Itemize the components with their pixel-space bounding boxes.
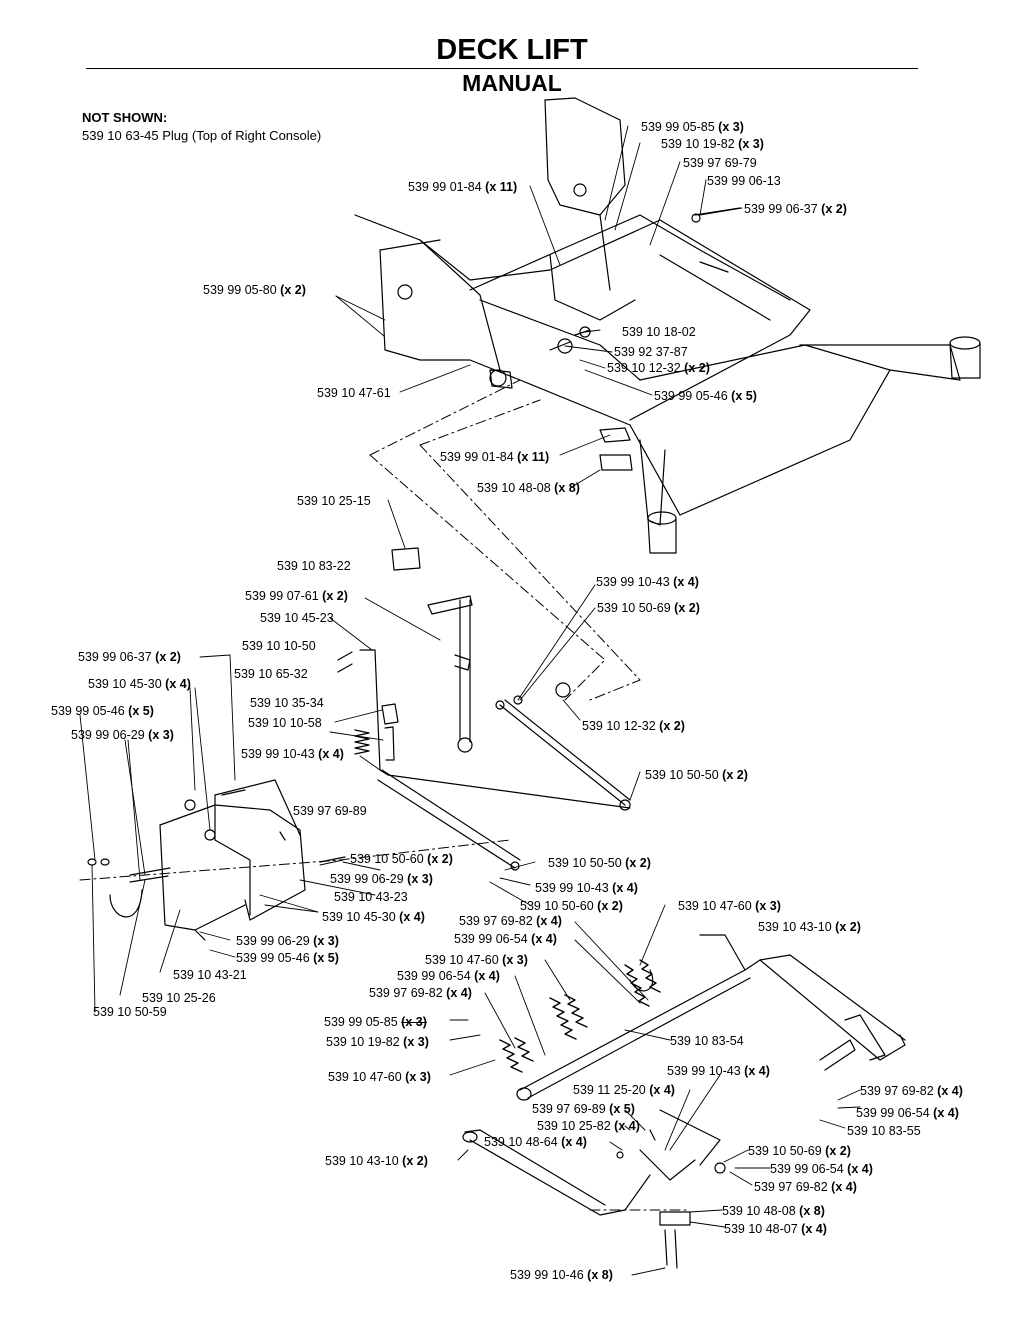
callout-label: 539 10 19-82 (x 3) [661,137,764,151]
callout-label: 539 10 12-32 (x 2) [582,719,685,733]
callout-label: 539 99 06-54 (x 4) [454,932,557,946]
title-rule [86,68,918,69]
callout-label: 539 10 45-23 [260,611,334,625]
callout-label: 539 10 45-30 (x 4) [88,677,191,691]
not-shown-heading: NOT SHOWN: [82,110,168,125]
not-shown-item: 539 10 63-45 Plug (Top of Right Console) [82,128,322,143]
quadrant-assembly [87,779,346,941]
diagram-subtitle: MANUAL [462,70,562,96]
callout-label: 539 99 10-43 (x 4) [241,747,344,761]
callout-label: 539 10 12-32 (x 2) [607,361,710,375]
callout-label: 539 10 25-15 [297,494,371,508]
callout-label: 539 10 10-50 [242,639,316,653]
callout-label: 539 99 10-43 (x 4) [535,881,638,895]
callout-label: 539 10 48-08 (x 8) [477,481,580,495]
spring-parts [354,729,661,1073]
callout-label: 539 99 06-29 (x 3) [71,728,174,742]
callout-label: 539 10 47-60 (x 3) [425,953,528,967]
callout-label: 539 10 47-61 [317,386,391,400]
callout-label: 539 99 06-29 (x 3) [330,872,433,886]
callout-label: 539 99 06-37 (x 2) [744,202,847,216]
callout-label: 539 99 06-29 (x 3) [236,934,339,948]
rockshaft-assembly [462,934,906,1269]
callout-label: 539 10 48-07 (x 4) [724,1222,827,1236]
callout-label: 539 99 06-13 [707,174,781,188]
callout-label: 539 99 01-84 (x 11) [440,450,550,464]
callout-label: 539 99 05-85 (x 3) [641,120,744,134]
callout-label: 539 10 65-32 [234,667,308,681]
callout-label: 539 99 05-85 (x 3) [324,1015,427,1029]
leader-lines [79,125,861,1276]
callout-label: 539 10 50-50 (x 2) [548,856,651,870]
callout-label: 539 10 47-60 (x 3) [328,1070,431,1084]
callout-label: 539 10 50-59 [93,1005,167,1019]
callout-label: 539 10 50-50 (x 2) [645,768,748,782]
callout-label: 539 99 01-84 (x 11) [408,180,518,194]
pedal-arm-assembly [337,547,631,871]
callout-label: 539 99 05-46 (x 5) [51,704,154,718]
callout-label: 539 97 69-82 (x 4) [754,1180,857,1194]
callout-label: 539 10 50-69 (x 2) [597,601,700,615]
callout-label: 539 10 50-60 (x 2) [520,899,623,913]
callout-label: 539 99 10-43 (x 4) [596,575,699,589]
callout-label: 539 10 18-02 [622,325,696,339]
callout-label: 539 97 69-79 [683,156,757,170]
callout-label: 539 99 06-54 (x 4) [856,1106,959,1120]
callout-label: 539 99 05-80 (x 2) [203,283,306,297]
callout-label: 539 10 83-22 [277,559,351,573]
callout-label: 539 92 37-87 [614,345,688,359]
callout-label: 539 10 25-26 [142,991,216,1005]
callout-label: 539 97 69-89 [293,804,367,818]
callout-label: 539 10 43-21 [173,968,247,982]
callout-label: 539 10 48-64 (x 4) [484,1135,587,1149]
callout-label: 539 99 06-54 (x 4) [397,969,500,983]
callout-label: 539 10 35-34 [250,696,324,710]
callout-label: 539 10 83-54 [670,1034,744,1048]
callout-label: 539 10 48-08 (x 8) [722,1204,825,1218]
callout-label: 539 97 69-89 (x 5) [532,1102,635,1116]
callout-label: 539 10 45-30 (x 4) [322,910,425,924]
callout-label: 539 10 43-10 (x 2) [325,1154,428,1168]
callout-label: 539 10 43-23 [334,890,408,904]
callout-label: 539 10 10-58 [248,716,322,730]
callout-label: 539 99 10-43 (x 4) [667,1064,770,1078]
callout-label: 539 99 05-46 (x 5) [236,951,339,965]
callout-label: 539 11 25-20 (x 4) [573,1083,675,1097]
callout-label: 539 97 69-82 (x 4) [459,914,562,928]
callout-label: 539 97 69-82 (x 4) [369,986,472,1000]
callout-label: 539 99 05-46 (x 5) [654,389,757,403]
callout-label: 539 10 83-55 [847,1124,921,1138]
callout-label: 539 99 10-46 (x 8) [510,1268,613,1282]
callout-label: 539 10 43-10 (x 2) [758,920,861,934]
diagram-title: DECK LIFT [436,34,588,66]
callout-label: 539 10 25-82 (x 4) [537,1119,640,1133]
callout-label: 539 10 50-60 (x 2) [350,852,453,866]
callout-label: 539 99 06-37 (x 2) [78,650,181,664]
callout-label: 539 99 07-61 (x 2) [245,589,348,603]
callout-label: 539 10 47-60 (x 3) [678,899,781,913]
callout-label: 539 10 50-69 (x 2) [748,1144,851,1158]
callout-label: 539 97 69-82 (x 4) [860,1084,963,1098]
callout-label: 539 10 19-82 (x 3) [326,1035,429,1049]
callout-label: 539 99 06-54 (x 4) [770,1162,873,1176]
frame-assembly [354,97,981,554]
